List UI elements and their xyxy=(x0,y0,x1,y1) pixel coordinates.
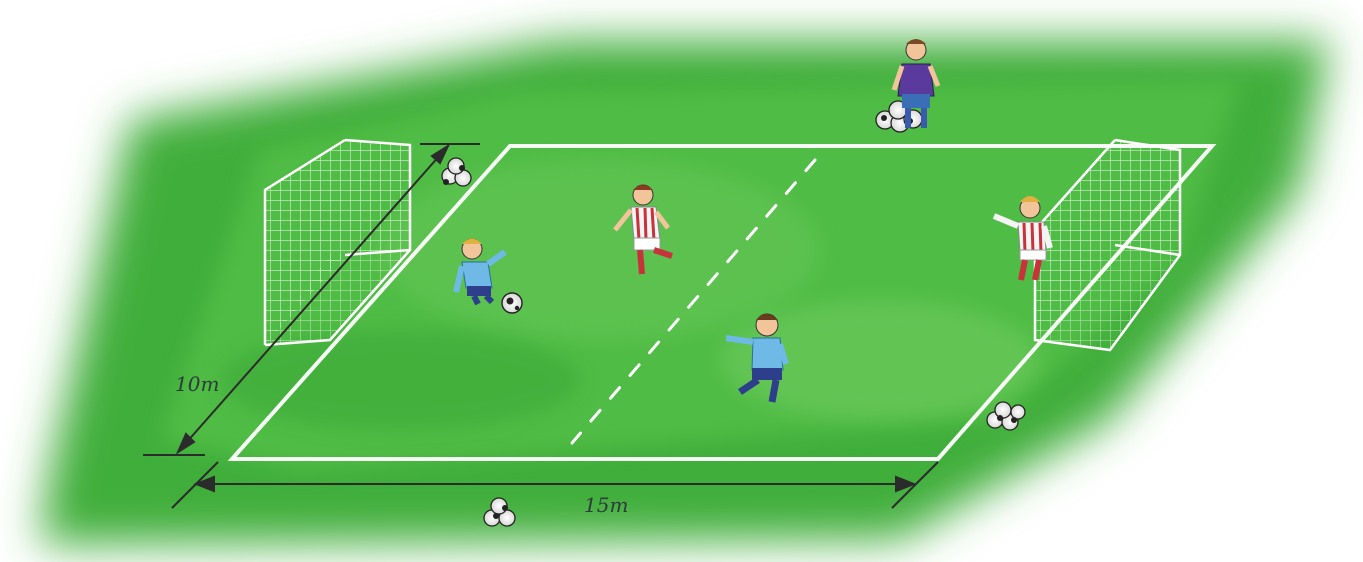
length-label: 15m xyxy=(584,493,628,517)
width-label: 10m xyxy=(175,372,219,396)
soccer-ball xyxy=(502,293,522,313)
